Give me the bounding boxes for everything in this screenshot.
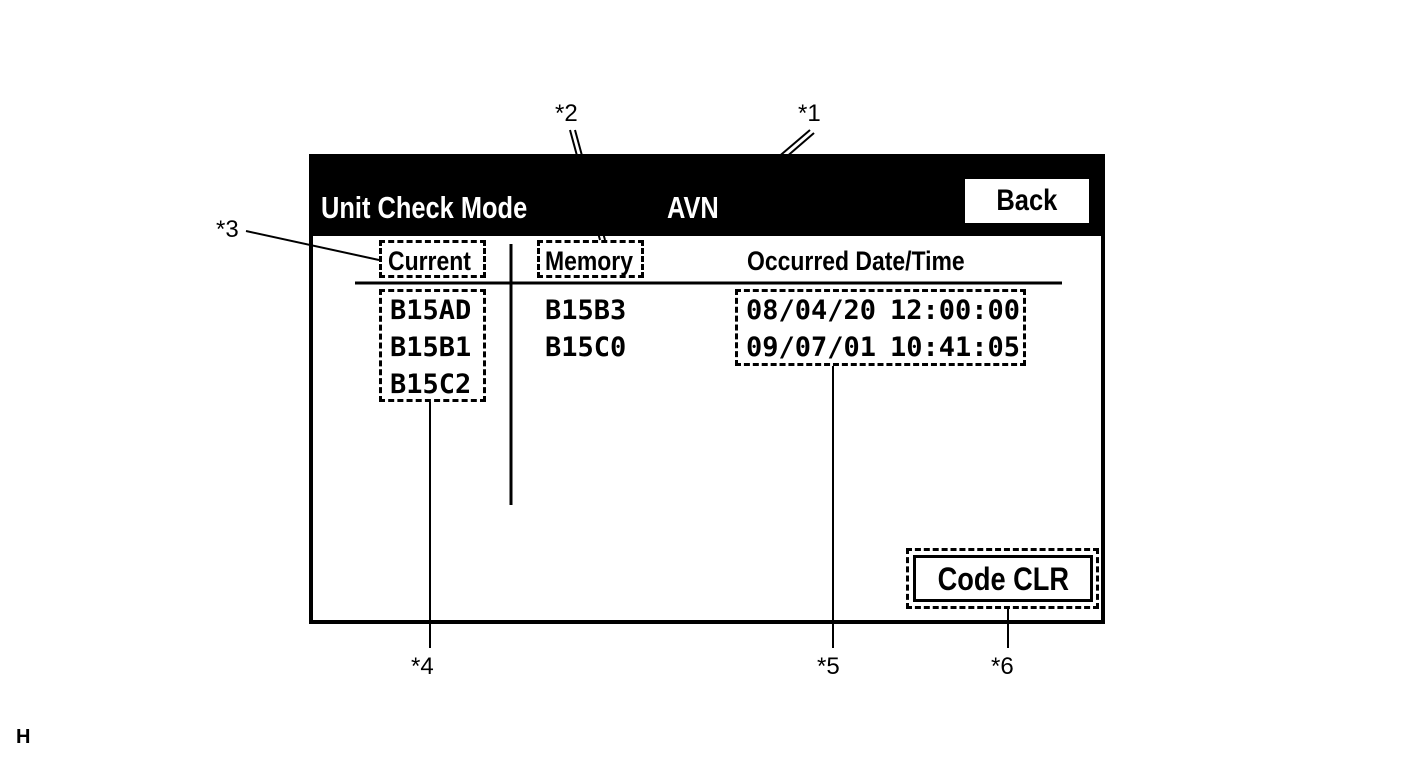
code-clear-highlight — [906, 548, 1099, 609]
current-codes-highlight — [379, 289, 486, 402]
memory-column-header: Memory — [545, 246, 634, 276]
current-column-header: Current — [388, 246, 471, 276]
callout-2-label: *2 — [555, 100, 578, 127]
current-code: B15B1 — [390, 332, 472, 363]
occurred-time: 12:00:00 — [890, 295, 1021, 326]
date-time-column-header: Occurred Date/Time — [747, 246, 965, 276]
callout-1-label: *1 — [798, 100, 821, 127]
memory-code: B15C0 — [545, 332, 627, 363]
current-header-highlight — [379, 240, 486, 278]
callout-1-leader — [728, 129, 811, 200]
callout-5-label: *5 — [817, 653, 840, 680]
current-code: B15C2 — [390, 369, 472, 400]
callout-6-label: *6 — [991, 653, 1014, 680]
code-clear-label: Code CLR — [937, 561, 1069, 597]
occurred-time: 10:41:05 — [890, 332, 1021, 363]
callout-2-leader — [569, 129, 601, 241]
occurred-date: 09/07/01 — [746, 332, 877, 363]
figure-code: H — [16, 726, 31, 748]
callout-3-leader — [245, 230, 380, 261]
current-code: B15AD — [390, 295, 472, 326]
callout-2-leader — [574, 129, 606, 241]
back-button-label: Back — [996, 184, 1058, 217]
memory-code: B15B3 — [545, 295, 627, 326]
back-button[interactable]: Back — [965, 179, 1089, 223]
callout-4-label: *4 — [411, 653, 434, 680]
occurred-date: 08/04/20 — [746, 295, 877, 326]
unit-name: AVN — [667, 190, 719, 225]
memory-header-highlight — [537, 240, 644, 278]
callout-3-label: *3 — [216, 216, 239, 243]
screen-title: Unit Check Mode — [321, 190, 528, 225]
date-time-highlight — [735, 289, 1026, 366]
callout-1-leader — [732, 132, 815, 204]
code-clear-button[interactable]: Code CLR — [913, 555, 1093, 602]
